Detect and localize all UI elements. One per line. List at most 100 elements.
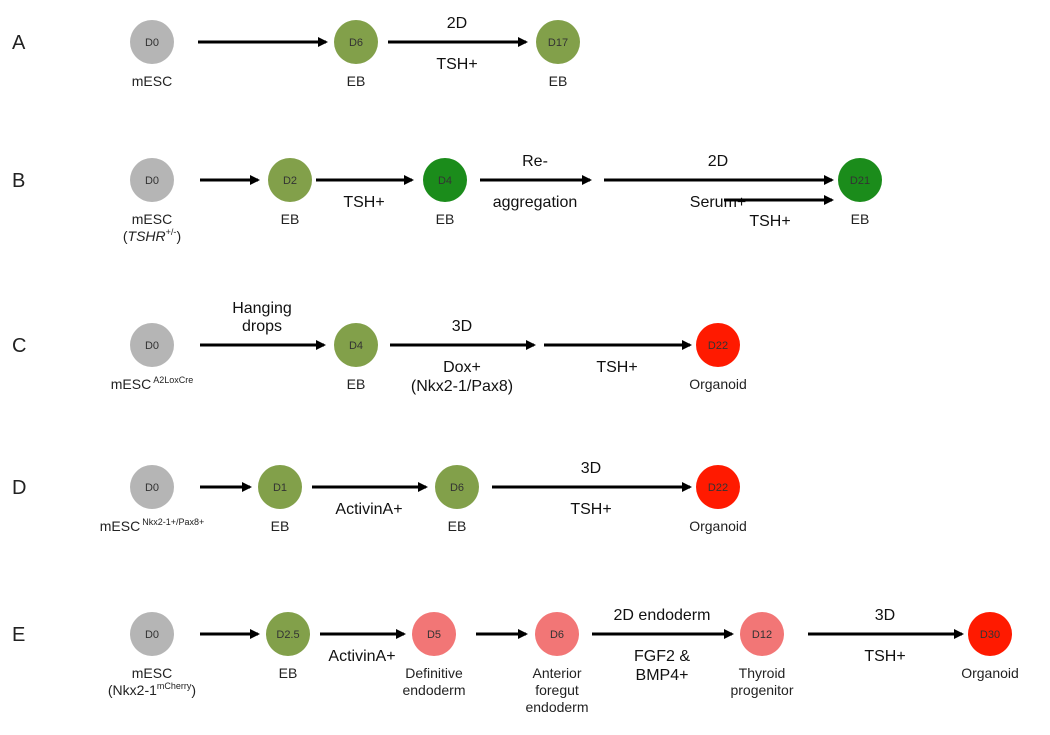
stage-caption: EB — [347, 73, 366, 89]
stage-caption-genotype: (TSHR+/-) — [123, 227, 181, 244]
transition-edge: ActivinA+ — [312, 482, 428, 518]
stage-day-label: D12 — [752, 629, 772, 641]
stage-caption: mESC — [132, 665, 172, 681]
stage-node: D2.5EB — [266, 612, 310, 681]
edge-label-below: TSH+ — [436, 56, 477, 73]
stage-circle — [696, 465, 740, 509]
stage-day-label: D5 — [427, 629, 441, 641]
stage-circle — [258, 465, 302, 509]
row-label: E — [12, 624, 25, 646]
stage-circle — [334, 323, 378, 367]
stage-caption-genotype: (Nkx2-1mCherry) — [108, 681, 196, 698]
edge-label-below: ActivinA+ — [335, 501, 402, 518]
stage-day-label: D17 — [548, 37, 568, 49]
stage-circle — [536, 20, 580, 64]
transition-edge: TSH+ — [316, 175, 414, 211]
stage-caption: EB — [279, 665, 298, 681]
row-label: B — [12, 170, 25, 192]
stage-day-label: D0 — [145, 37, 159, 49]
stage-day-label: D1 — [273, 482, 287, 494]
transition-edge: TSH+ — [544, 340, 692, 376]
stage-circle — [740, 612, 784, 656]
stage-day-label: D6 — [550, 629, 564, 641]
stage-caption: EB — [347, 376, 366, 392]
stage-node: D0 mESC(TSHR+/-) — [123, 158, 181, 244]
edge-label-above: 2D — [447, 15, 467, 32]
stage-caption: EB — [436, 211, 455, 227]
stage-day-label: D22 — [708, 340, 728, 352]
stage-circle — [268, 158, 312, 202]
stage-circle — [130, 20, 174, 64]
transition-edge: 3D TSH+ — [808, 607, 964, 665]
stage-circle — [535, 612, 579, 656]
stage-caption: EB — [448, 518, 467, 534]
stage-circle — [412, 612, 456, 656]
row-label: A — [12, 32, 26, 54]
stage-caption: Organoid — [689, 376, 747, 392]
transition-edge: 3D TSH+ — [492, 460, 692, 518]
stage-day-label: D4 — [438, 175, 452, 187]
stage-caption: Organoid — [689, 518, 747, 534]
stage-day-label: D2 — [283, 175, 297, 187]
stage-day-label: D30 — [980, 629, 1000, 641]
stage-circle — [130, 465, 174, 509]
stage-caption: Definitive — [405, 665, 463, 681]
edge-label-below: TSH+ — [596, 359, 637, 376]
edge-label-below: BMP4+ — [636, 667, 689, 684]
stage-day-label: D6 — [450, 482, 464, 494]
edge-label-below: TSH+ — [570, 501, 611, 518]
stage-circle — [266, 612, 310, 656]
edge-label-below: FGF2 & — [634, 648, 690, 665]
stage-circle — [968, 612, 1012, 656]
edge-label-below: Serum+ — [690, 194, 746, 211]
edge-label-above: 3D — [875, 607, 895, 624]
stage-caption: EB — [271, 518, 290, 534]
stage-circle — [334, 20, 378, 64]
stage-day-label: D22 — [708, 482, 728, 494]
stage-caption: EB — [549, 73, 568, 89]
stage-day-label: D2.5 — [276, 629, 299, 641]
stage-caption: mESC — [132, 211, 172, 227]
stage-caption: endoderm — [402, 682, 465, 698]
edge-label-above: 2D — [708, 153, 728, 170]
edge-label-below: aggregation — [493, 194, 578, 211]
stage-circle — [130, 323, 174, 367]
edge-label-below: TSH+ — [343, 194, 384, 211]
edge-label-above: 3D — [452, 318, 472, 335]
edge-label-above: Re- — [522, 153, 548, 170]
transition-edge: ActivinA+ — [320, 629, 406, 665]
edge-label-below: (Nkx2-1/Pax8) — [411, 378, 513, 395]
edge-label-below: ActivinA+ — [328, 648, 395, 665]
stage-day-label: D0 — [145, 175, 159, 187]
stage-caption: Thyroid — [739, 665, 786, 681]
edge-label-above: Hanging — [232, 300, 292, 317]
stage-caption: endoderm — [525, 699, 588, 715]
edge-label-below: TSH+ — [864, 648, 905, 665]
edge-label-above: 3D — [581, 460, 601, 477]
stage-caption: EB — [281, 211, 300, 227]
stage-circle — [696, 323, 740, 367]
